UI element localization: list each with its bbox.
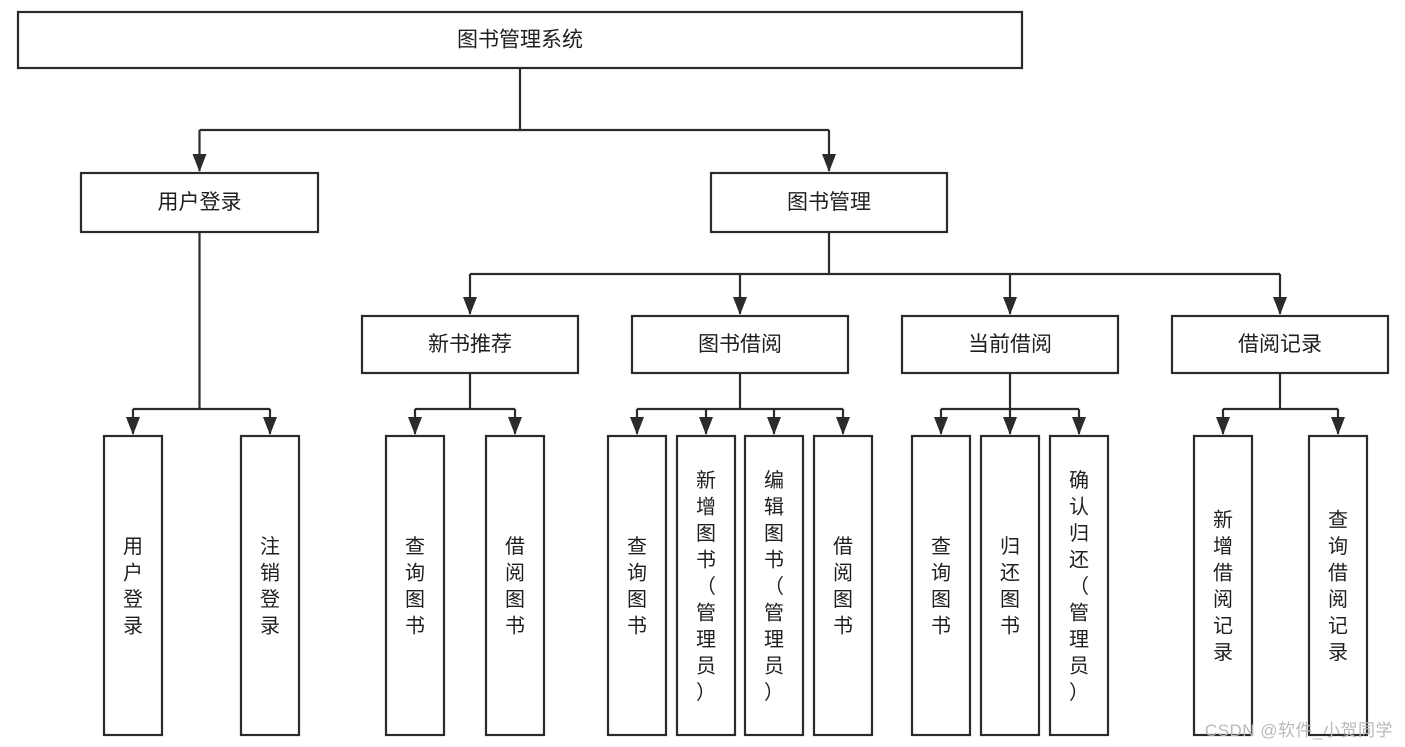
node-label-user-login-leaf: 用户登录	[123, 536, 143, 638]
node-return-book[interactable]: 归还图书	[979, 434, 1041, 737]
node-query-borrow-record[interactable]: 查询借阅记录	[1307, 434, 1369, 737]
node-box-add-book-admin[interactable]	[675, 434, 737, 737]
node-query-book-3[interactable]: 查询图书	[910, 434, 972, 737]
node-add-borrow-record[interactable]: 新增借阅记录	[1192, 434, 1254, 737]
node-label-edit-book-admin: 编辑图书（管理员）	[764, 469, 784, 704]
node-box-query-borrow-record[interactable]	[1307, 434, 1369, 737]
node-add-book-admin[interactable]: 新增图书（管理员）	[675, 434, 737, 737]
node-box-confirm-return-admin[interactable]	[1048, 434, 1110, 737]
node-box-add-borrow-record[interactable]	[1192, 434, 1254, 737]
node-label-current-borrow: 当前借阅	[968, 333, 1052, 356]
node-label-book-borrow: 图书借阅	[698, 333, 782, 356]
node-box-borrow-book-1[interactable]	[484, 434, 546, 737]
node-book-management[interactable]: 图书管理	[709, 171, 949, 234]
node-box-user-logout-leaf[interactable]	[239, 434, 301, 737]
node-label-confirm-return-admin: 确认归还（管理员）	[1069, 469, 1089, 704]
node-label-book-management: 图书管理	[787, 191, 871, 214]
node-box-root[interactable]	[16, 10, 1024, 70]
node-box-borrow-record[interactable]	[1170, 314, 1390, 375]
node-label-query-book-2: 查询图书	[627, 535, 647, 638]
node-box-edit-book-admin[interactable]	[743, 434, 805, 737]
node-user-login-leaf[interactable]: 用户登录	[102, 434, 164, 737]
node-box-query-book-2[interactable]	[606, 434, 668, 737]
watermark-label: CSDN @软件_小贺同学	[1204, 721, 1393, 740]
node-box-user-login[interactable]	[79, 171, 320, 234]
node-box-book-borrow[interactable]	[630, 314, 850, 375]
node-user-login[interactable]: 用户登录	[79, 171, 320, 234]
node-root[interactable]: 图书管理系统	[16, 10, 1024, 70]
node-label-user-login: 用户登录	[158, 191, 242, 214]
node-label-query-borrow-record: 查询借阅记录	[1328, 509, 1348, 665]
node-box-query-book-1[interactable]	[384, 434, 446, 737]
node-current-borrow[interactable]: 当前借阅	[900, 314, 1120, 375]
node-label-borrow-book-1: 借阅图书	[505, 535, 525, 638]
node-new-book-recommend[interactable]: 新书推荐	[360, 314, 580, 375]
node-label-user-logout-leaf: 注销登录	[260, 535, 280, 638]
node-edit-book-admin[interactable]: 编辑图书（管理员）	[743, 434, 805, 737]
node-user-logout-leaf[interactable]: 注销登录	[239, 434, 301, 737]
node-box-current-borrow[interactable]	[900, 314, 1120, 375]
node-box-borrow-book-2[interactable]	[812, 434, 874, 737]
node-label-borrow-book-2: 借阅图书	[833, 535, 853, 638]
node-label-root: 图书管理系统	[457, 29, 583, 52]
node-borrow-record[interactable]: 借阅记录	[1170, 314, 1390, 375]
node-label-add-book-admin: 新增图书（管理员）	[696, 469, 716, 704]
node-label-return-book: 归还图书	[1000, 535, 1020, 638]
flowchart-nodes-layer: 图书管理系统用户登录图书管理新书推荐图书借阅当前借阅借阅记录用户登录注销登录查询…	[16, 10, 1390, 737]
node-borrow-book-2[interactable]: 借阅图书	[812, 434, 874, 737]
node-query-book-1[interactable]: 查询图书	[384, 434, 446, 737]
node-confirm-return-admin[interactable]: 确认归还（管理员）	[1048, 434, 1110, 737]
node-box-new-book-recommend[interactable]	[360, 314, 580, 375]
node-box-query-book-3[interactable]	[910, 434, 972, 737]
node-label-query-book-3: 查询图书	[931, 535, 951, 638]
node-label-borrow-record: 借阅记录	[1238, 333, 1322, 356]
node-box-user-login-leaf[interactable]	[102, 434, 164, 737]
node-box-book-management[interactable]	[709, 171, 949, 234]
node-box-return-book[interactable]	[979, 434, 1041, 737]
node-query-book-2[interactable]: 查询图书	[606, 434, 668, 737]
node-label-add-borrow-record: 新增借阅记录	[1213, 509, 1233, 665]
node-label-query-book-1: 查询图书	[405, 535, 425, 638]
node-borrow-book-1[interactable]: 借阅图书	[484, 434, 546, 737]
connector-edges-layer	[126, 68, 1345, 435]
node-book-borrow[interactable]: 图书借阅	[630, 314, 850, 375]
node-label-new-book-recommend: 新书推荐	[428, 333, 512, 356]
